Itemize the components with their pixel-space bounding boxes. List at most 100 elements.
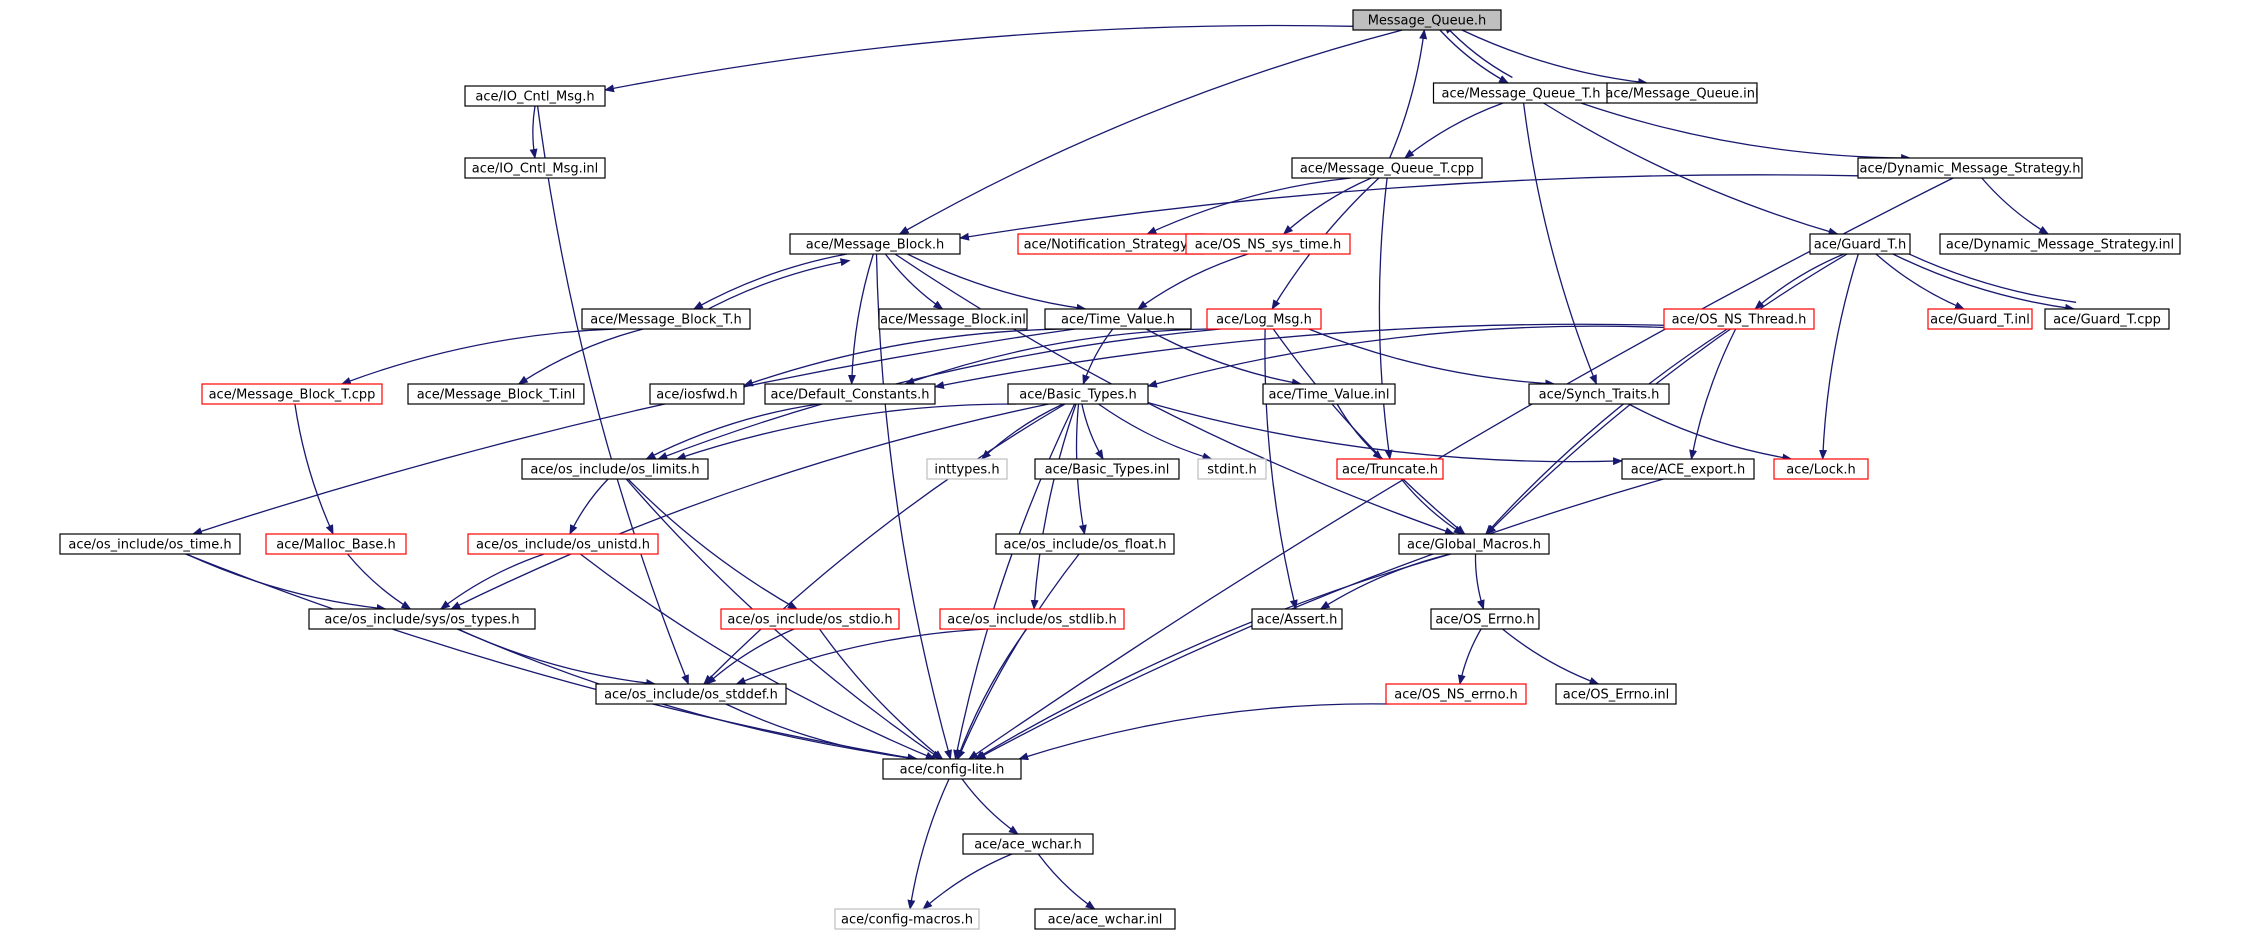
edge-acewchar_h-to-acewchar_inl [1037, 853, 1096, 910]
node-box-globalmacros_h [1398, 533, 1550, 555]
edge-nsthread_h-to-globalmacros_h [1485, 328, 1728, 535]
node-guardt_inl[interactable]: ace/Guard_T.inl [1927, 308, 2033, 330]
node-label-acewchar_h: ace/ace_wchar.h [974, 838, 1082, 853]
node-mbt_inl[interactable]: ace/Message_Block_T.inl [407, 383, 585, 405]
node-label-configlite_h: ace/config-lite.h [900, 763, 1005, 778]
edge-guardt_h-to-nsthread_h [1754, 253, 1845, 310]
node-label-mq_inl: ace/Message_Queue.inl [1605, 87, 1758, 102]
node-dms_inl[interactable]: ace/Dynamic_Message_Strategy.inl [1939, 233, 2181, 255]
node-oserrno_inl[interactable]: ace/OS_Errno.inl [1555, 683, 1677, 705]
edge-nsthread_h-to-aceexport_h [1689, 328, 1737, 460]
node-synch_h[interactable]: ace/Synch_Traits.h [1528, 383, 1670, 405]
node-box-osfloat_h [995, 533, 1175, 555]
node-guardt_h[interactable]: ace/Guard_T.h [1809, 233, 1911, 255]
node-dms_h[interactable]: ace/Dynamic_Message_Strategy.h [1857, 157, 2083, 179]
node-box-ostime_h [59, 533, 241, 555]
edge-mb_h-to-defconst_h [847, 253, 874, 385]
node-tv_h[interactable]: ace/Time_Value.h [1044, 308, 1192, 330]
node-configlite_h[interactable]: ace/config-lite.h [882, 758, 1022, 780]
edge-mqt_h-to-dms_h [1580, 102, 1912, 162]
node-osstdio_h[interactable]: ace/os_include/os_stdio.h [720, 608, 900, 630]
node-mbt_cpp[interactable]: ace/Message_Block_T.cpp [201, 383, 383, 405]
node-systypes_h[interactable]: ace/os_include/sys/os_types.h [308, 608, 536, 630]
node-box-inttypes_h [926, 458, 1008, 480]
edge-mb_h-to-configlite_h [875, 253, 952, 760]
node-label-globalmacros_h: ace/Global_Macros.h [1407, 538, 1541, 553]
edge-oslimits_h-to-osstdio_h [627, 478, 798, 610]
node-label-inttypes_h: inttypes.h [934, 463, 999, 478]
node-box-ioctl_inl [464, 157, 606, 179]
node-tv_inl[interactable]: ace/Time_Value.inl [1262, 383, 1396, 405]
edge-nsthread_h-to-defconst_h [934, 323, 1665, 389]
node-label-nserrno_h: ace/OS_NS_errno.h [1394, 688, 1518, 703]
node-mq_inl[interactable]: ace/Message_Queue.inl [1605, 82, 1759, 104]
node-box-bt_inl [1034, 458, 1180, 480]
node-label-nssystime_h: ace/OS_NS_sys_time.h [1195, 238, 1341, 253]
node-label-dms_inl: ace/Dynamic_Message_Strategy.inl [1946, 238, 2174, 253]
node-mqt_cpp[interactable]: ace/Message_Queue_T.cpp [1291, 157, 1483, 179]
node-configmacros_h[interactable]: ace/config-macros.h [834, 908, 980, 930]
edge-tv_h-to-tv_inl [1145, 328, 1302, 387]
node-nssystime_h[interactable]: ace/OS_NS_sys_time.h [1185, 233, 1351, 255]
edge-mqt_cpp-to-notif_h [1146, 177, 1351, 235]
node-label-mqt_cpp: ace/Message_Queue_T.cpp [1300, 162, 1474, 177]
node-globalmacros_h[interactable]: ace/Global_Macros.h [1398, 533, 1550, 555]
node-notif_h[interactable]: ace/Notification_Strategy.h [1017, 233, 1205, 255]
node-box-mbt_inl [407, 383, 585, 405]
node-box-aceexport_h [1621, 458, 1755, 480]
node-box-stdint_h [1197, 458, 1267, 480]
node-label-acewchar_inl: ace/ace_wchar.inl [1048, 913, 1163, 928]
edge-mqt_h-to-mq_h [1443, 23, 1513, 79]
node-stdint_h[interactable]: stdint.h [1197, 458, 1267, 480]
edge-nsthread_h-to-basictypes_h [1147, 325, 1665, 388]
node-logmsg_h[interactable]: ace/Log_Msg.h [1206, 308, 1322, 330]
node-nsthread_h[interactable]: ace/OS_NS_Thread.h [1663, 308, 1815, 330]
node-box-mqt_cpp [1291, 157, 1483, 179]
edge-osstdlib_h-to-osstddef_h [735, 628, 987, 685]
node-acewchar_inl[interactable]: ace/ace_wchar.inl [1034, 908, 1176, 930]
node-ioctl_h[interactable]: ace/IO_Cntl_Msg.h [464, 85, 606, 107]
node-ostime_h[interactable]: ace/os_include/os_time.h [59, 533, 241, 555]
node-inttypes_h[interactable]: inttypes.h [926, 458, 1008, 480]
node-nserrno_h[interactable]: ace/OS_NS_errno.h [1385, 683, 1527, 705]
node-label-guardt_h: ace/Guard_T.h [1814, 238, 1906, 253]
node-oslimits_h[interactable]: ace/os_include/os_limits.h [521, 458, 709, 480]
node-assert_h[interactable]: ace/Assert.h [1251, 608, 1343, 630]
node-guardt_cpp[interactable]: ace/Guard_T.cpp [2044, 308, 2170, 330]
node-oserrno_h[interactable]: ace/OS_Errno.h [1430, 608, 1540, 630]
node-mallocbase_h[interactable]: ace/Malloc_Base.h [265, 533, 407, 555]
edge-ostime_h-to-configlite_h [185, 553, 918, 762]
node-mb_inl[interactable]: ace/Message_Block.inl [878, 308, 1028, 330]
node-iosfwd_h[interactable]: ace/iosfwd.h [649, 383, 745, 405]
node-label-oserrno_h: ace/OS_Errno.h [1435, 613, 1534, 628]
edge-mbt_h-to-mbt_inl [517, 328, 644, 385]
node-lock_h[interactable]: ace/Lock.h [1773, 458, 1869, 480]
edge-nserrno_h-to-configlite_h [1018, 703, 1389, 761]
edge-basictypes_h-to-osstddef_h [703, 403, 1066, 685]
node-label-osstddef_h: ace/os_include/os_stddef.h [604, 688, 778, 703]
node-acewchar_h[interactable]: ace/ace_wchar.h [962, 833, 1094, 855]
node-mqt_h[interactable]: ace/Message_Queue_T.h [1432, 82, 1610, 104]
node-truncate_h[interactable]: ace/Truncate.h [1336, 458, 1444, 480]
node-basictypes_h[interactable]: ace/Basic_Types.h [1007, 383, 1149, 405]
node-osstddef_h[interactable]: ace/os_include/os_stddef.h [595, 683, 787, 705]
node-box-osstdlib_h [939, 608, 1125, 630]
node-defconst_h[interactable]: ace/Default_Constants.h [764, 383, 936, 405]
node-osfloat_h[interactable]: ace/os_include/os_float.h [995, 533, 1175, 555]
edge-acewchar_h-to-configmacros_h [922, 853, 1013, 910]
node-mb_h[interactable]: ace/Message_Block.h [789, 233, 961, 255]
node-bt_inl[interactable]: ace/Basic_Types.inl [1034, 458, 1180, 480]
node-label-defconst_h: ace/Default_Constants.h [770, 388, 929, 403]
node-aceexport_h[interactable]: ace/ACE_export.h [1621, 458, 1755, 480]
node-osstdlib_h[interactable]: ace/os_include/os_stdlib.h [939, 608, 1125, 630]
node-box-mq_inl [1606, 82, 1758, 104]
edge-logmsg_h-to-oslimits_h [657, 328, 1221, 460]
node-osunistd_h[interactable]: ace/os_include/os_unistd.h [467, 533, 659, 555]
node-ioctl_inl[interactable]: ace/IO_Cntl_Msg.inl [464, 157, 606, 179]
edge-mbt_h-to-mbt_cpp [340, 328, 617, 385]
node-mbt_h[interactable]: ace/Message_Block_T.h [581, 308, 751, 330]
edge-globalmacros_h-to-assert_h [1319, 553, 1451, 610]
edge-guardt_cpp-to-guardt_h [1894, 246, 2077, 303]
